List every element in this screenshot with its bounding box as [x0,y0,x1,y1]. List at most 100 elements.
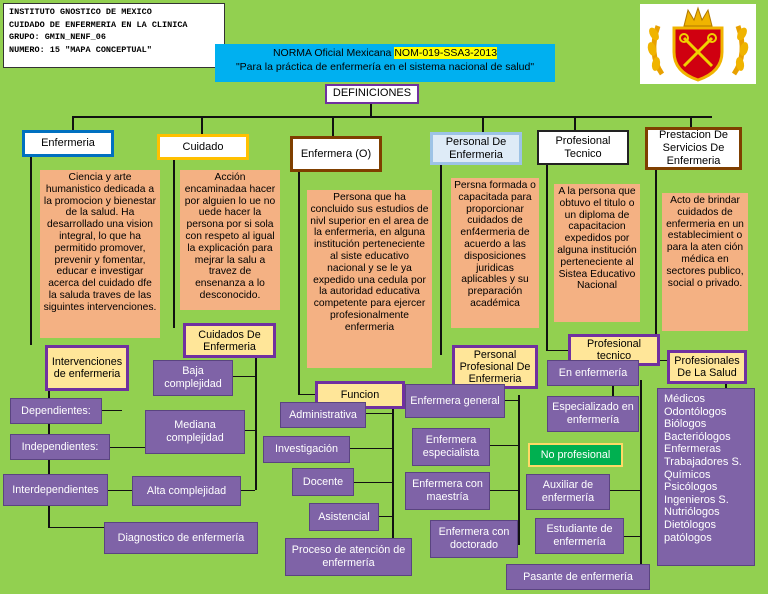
institution-info: INSTITUTO GNOSTICO DE MEXICO CUIDADO DE … [3,3,225,68]
no-profesional-title: No profesional [528,443,623,467]
group-code: GRUPO: GMIN_NENF_06 [9,32,106,42]
category-prestacion: Prestacion De Servicios De Enfermeria [645,127,742,170]
cuidado-mediana: Mediana complejidad [145,410,245,454]
auxiliar-enfermeria: Auxiliar de enfermería [526,474,610,510]
profesional-item: Psicólogos [664,481,718,494]
description-personal: Persna formada o capacitada para proporc… [451,178,539,328]
connector [105,490,133,491]
connector [655,170,657,360]
cuidado-alta: Alta complejidad [132,476,241,506]
connector [255,356,257,490]
connector [364,413,392,414]
connector [201,116,203,134]
category-profesional-tecnico: Profesional Tecnico [537,130,629,165]
enfermera-maestria: Enfermera con maestría [405,472,490,510]
connector [440,165,442,355]
description-cuidado: Acción encaminadaa hacer por alguien lo … [180,170,280,310]
connector [173,160,175,328]
connector [490,490,518,491]
connector [241,490,255,491]
norm-subtitle: "Para la práctica de enfermería en el si… [235,61,535,73]
enfermera-especialista: Enfermera especialista [412,428,490,466]
assignment-number: NUMERO: 15 "MAPA CONCEPTUAL" [9,44,152,55]
enfermera-general: Enfermera general [405,384,505,418]
norm-title: NORMA Oficial Mexicana NOM-019-SSA3-2013… [215,44,555,82]
category-cuidado: Cuidado [157,134,249,160]
profesional-item: Médicos [664,393,705,405]
profesionales-salud-list: Médicos Odontólogos Biólogos Bacteriólog… [657,388,755,566]
connector [298,394,316,395]
intervencion-dependientes: Dependientes: [10,398,102,424]
institution-name: INSTITUTO GNOSTICO DE MEXICO [9,7,152,17]
connector [370,104,372,116]
description-prestacion: Acto de brindar cuidados de enfermeria e… [662,193,748,331]
estudiante-enfermeria: Estudiante de enfermería [535,518,624,554]
connector [245,430,255,431]
profesional-item: Químicos [664,468,711,481]
connector [378,516,392,517]
connector [392,408,394,548]
profesional-item: Bacteriólogos [664,430,731,443]
connector [72,116,74,130]
connector [92,410,122,411]
norm-prefix: NORMA Oficial Mexicana [272,47,395,59]
category-enfermera-o: Enfermera (O) [290,136,382,172]
intervencion-independientes: Independientes: [10,434,110,460]
norm-code: NOM-019-SSA3-2013 [394,47,498,59]
connector [298,172,300,394]
connector [332,116,334,136]
connector [546,165,548,350]
cuidados-title: Cuidados De Enfermeria [183,323,276,358]
enfermera-doctorado: Enfermera con doctorado [430,520,518,558]
connector [624,536,640,537]
root-definiciones: DEFINICIONES [325,84,419,104]
profesional-item: Enfermeras [664,443,721,456]
connector [110,447,146,448]
personal-profesional-title: Personal Profesional De Enfermeria [452,345,538,389]
funcion-administrativa: Administrativa [280,402,366,428]
connector [640,380,642,576]
description-tecnico: A la persona que obtuvo el titulo o un d… [554,184,640,322]
description-enfermera-o: Persona que ha concluido sus estudios de… [307,190,432,368]
connector [233,376,255,377]
connector [610,490,640,491]
intervenciones-title: Intervenciones de enfermeria [45,345,129,391]
connector [490,445,518,446]
funcion-asistencial: Asistencial [309,503,379,531]
profesionales-salud-title: Profesionales De La Salud [667,350,747,384]
pasante-enfermeria: Pasante de enfermería [506,564,650,590]
connector [350,448,392,449]
profesional-item: Biólogos [664,418,707,431]
connector [574,116,576,130]
description-enfermeria: Ciencia y arte humanistico dedicada a la… [40,170,160,338]
profesional-item: Odontólogos [664,405,727,418]
institution-logo [640,4,756,84]
connector [72,116,712,118]
connector [725,382,727,390]
connector [655,360,667,361]
tecnico-especializado: Especializado en enfermería [547,396,639,432]
profesional-item: patólogos [664,531,712,544]
profesional-item: Dietólogos [664,518,716,531]
connector [546,350,568,351]
funcion-docente: Docente [292,468,354,496]
connector [518,395,520,545]
cuidado-baja: Baja complejidad [153,360,233,396]
connector [30,157,32,345]
connector [482,116,484,132]
tecnico-en-enfermeria: En enfermería [547,360,639,386]
course-name: CUIDADO DE ENFERMERIA EN LA CLINICA [9,19,188,30]
connector [48,527,108,528]
intervencion-interdependientes: Interdependientes [3,474,108,506]
funcion-investigacion: Investigación [263,436,350,463]
category-enfermeria: Enfermeria [22,130,114,157]
intervencion-diagnostico: Diagnostico de enfermería [104,522,258,554]
profesional-item: Ingenieros S. [664,493,729,506]
connector [350,482,392,483]
connector [690,116,692,128]
connector [505,400,518,401]
profesional-item: Nutriólogos [664,506,720,519]
profesional-item: Trabajadores S. [664,455,742,468]
funcion-proceso: Proceso de atención de enfermería [285,538,412,576]
category-personal: Personal De Enfermeria [430,132,522,165]
